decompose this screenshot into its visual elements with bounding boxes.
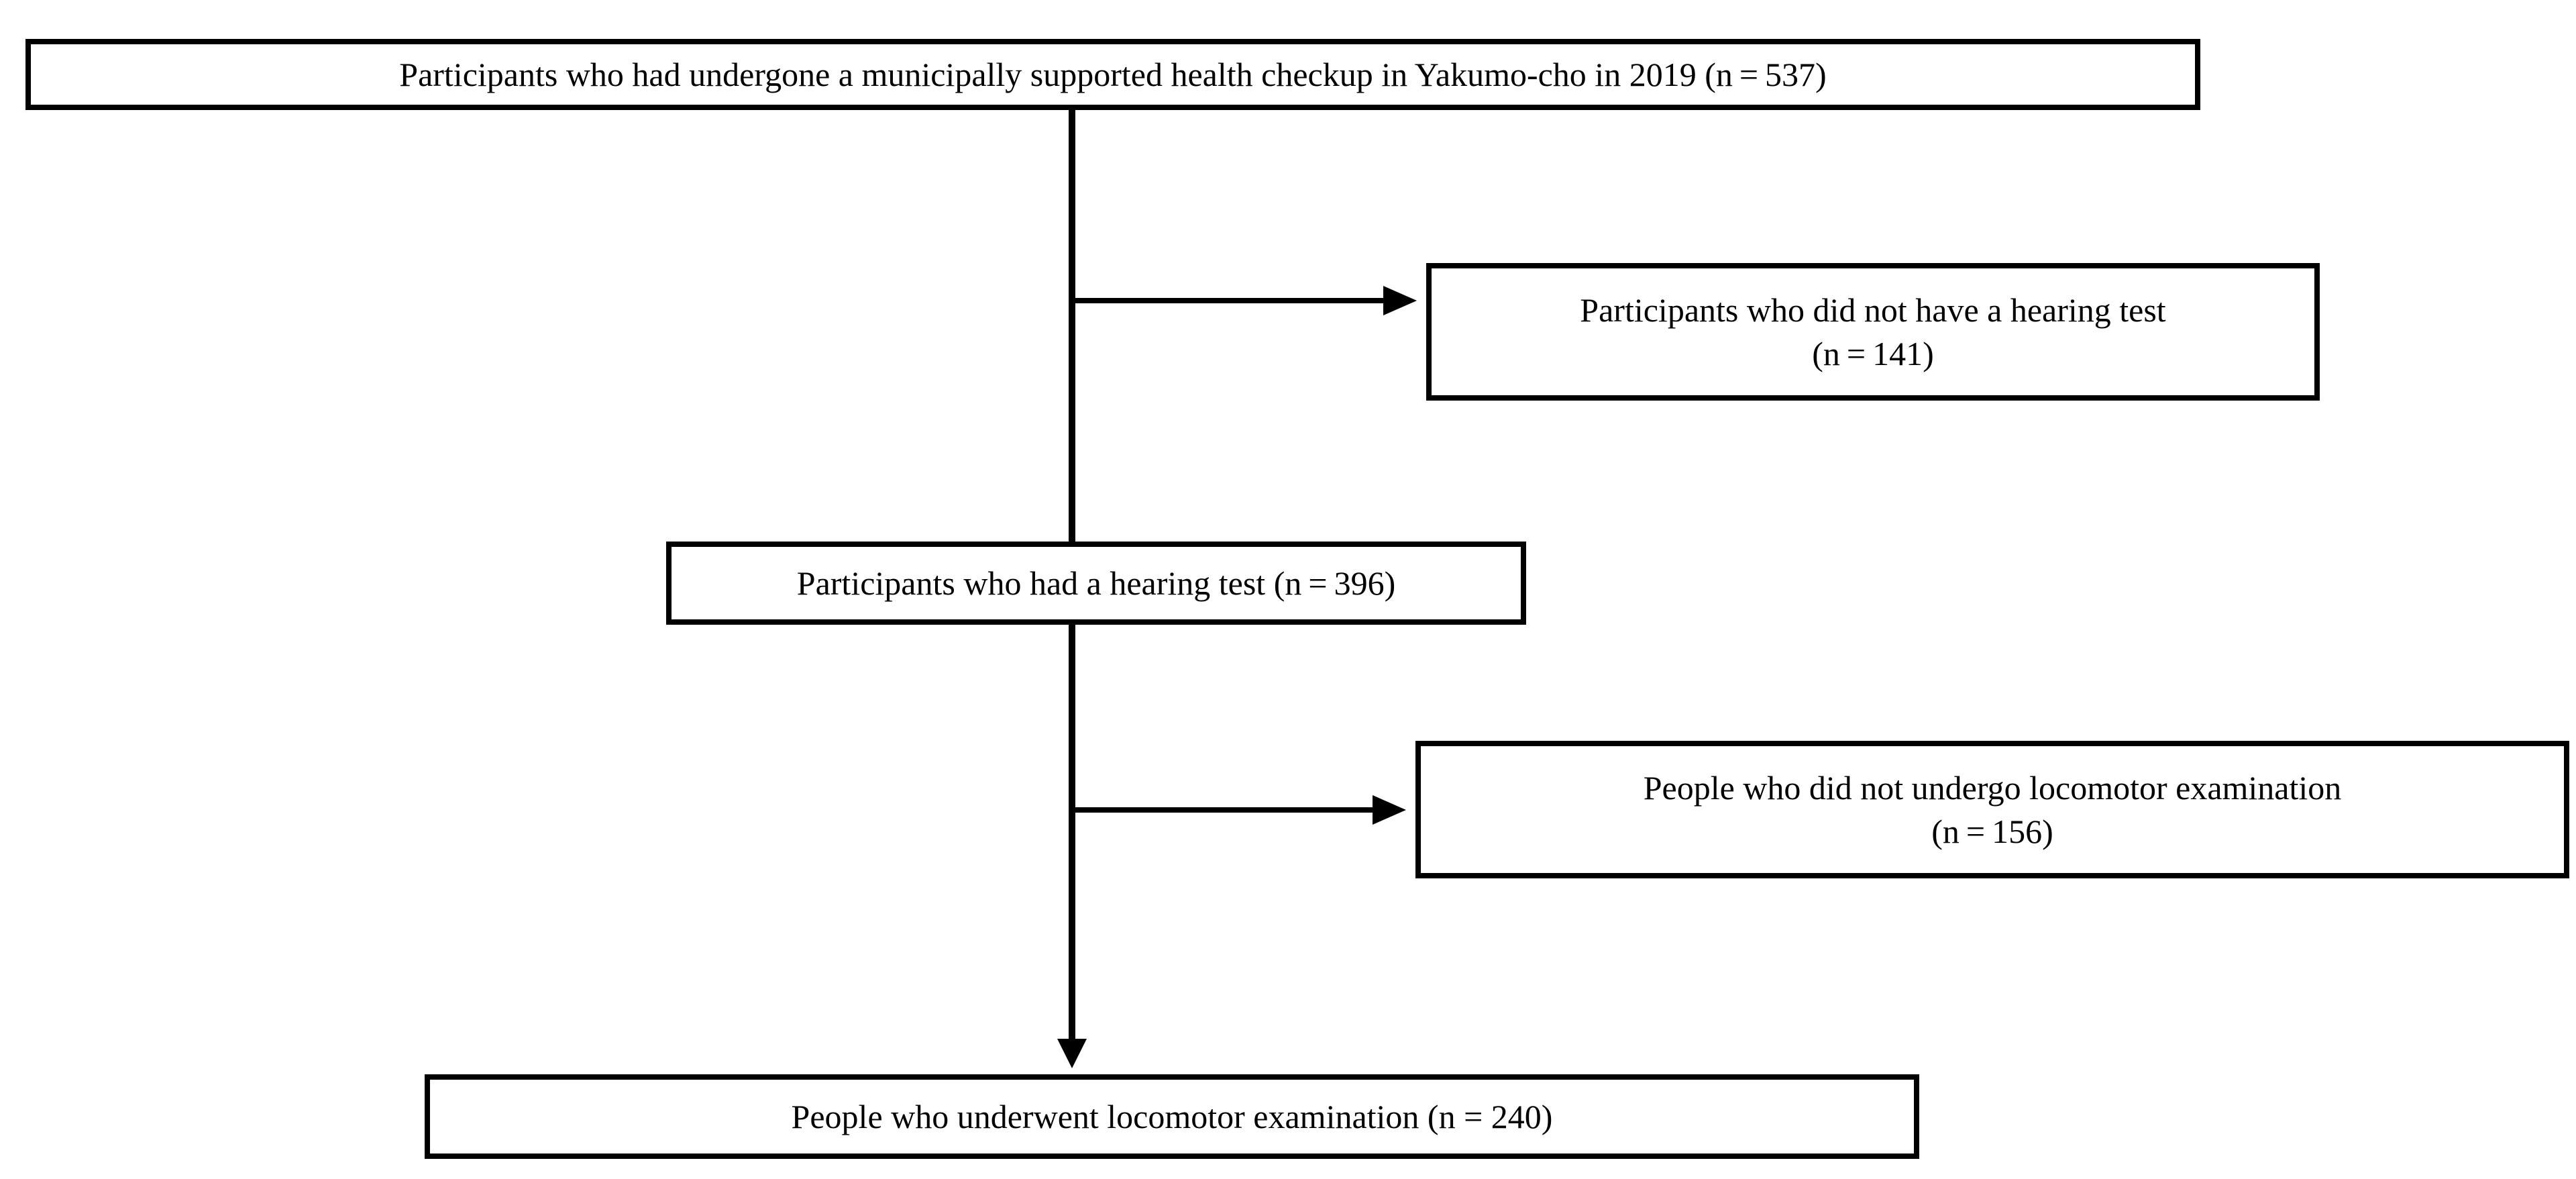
box-excluded-no-hearing-test-count: (n = 141): [1812, 334, 1934, 372]
box-locomotor-exam: People who underwent locomotor examinati…: [425, 1074, 1919, 1159]
box-excluded-no-locomotor-exam-count: (n = 156): [1931, 812, 2053, 850]
box-locomotor-exam-label: People who underwent locomotor examinati…: [791, 1097, 1553, 1135]
box-hearing-test-label: Participants who had a hearing test (n =…: [796, 564, 1396, 602]
box-excluded-no-hearing-test: Participants who did not have a hearing …: [1426, 263, 2320, 401]
box-all-participants: Participants who had undergone a municip…: [25, 39, 2200, 110]
box-all-participants-label: Participants who had undergone a municip…: [399, 55, 1827, 93]
box-hearing-test: Participants who had a hearing test (n =…: [666, 542, 1526, 625]
branch-arrowhead-1: [1383, 286, 1417, 315]
trunk-arrowhead: [1057, 1039, 1087, 1068]
branch-arrowhead-2: [1373, 795, 1406, 825]
box-excluded-no-locomotor-exam-label: People who did not undergo locomotor exa…: [1643, 768, 2342, 807]
box-excluded-no-hearing-test-label: Participants who did not have a hearing …: [1580, 291, 2166, 329]
box-excluded-no-locomotor-exam: People who did not undergo locomotor exa…: [1415, 741, 2569, 878]
